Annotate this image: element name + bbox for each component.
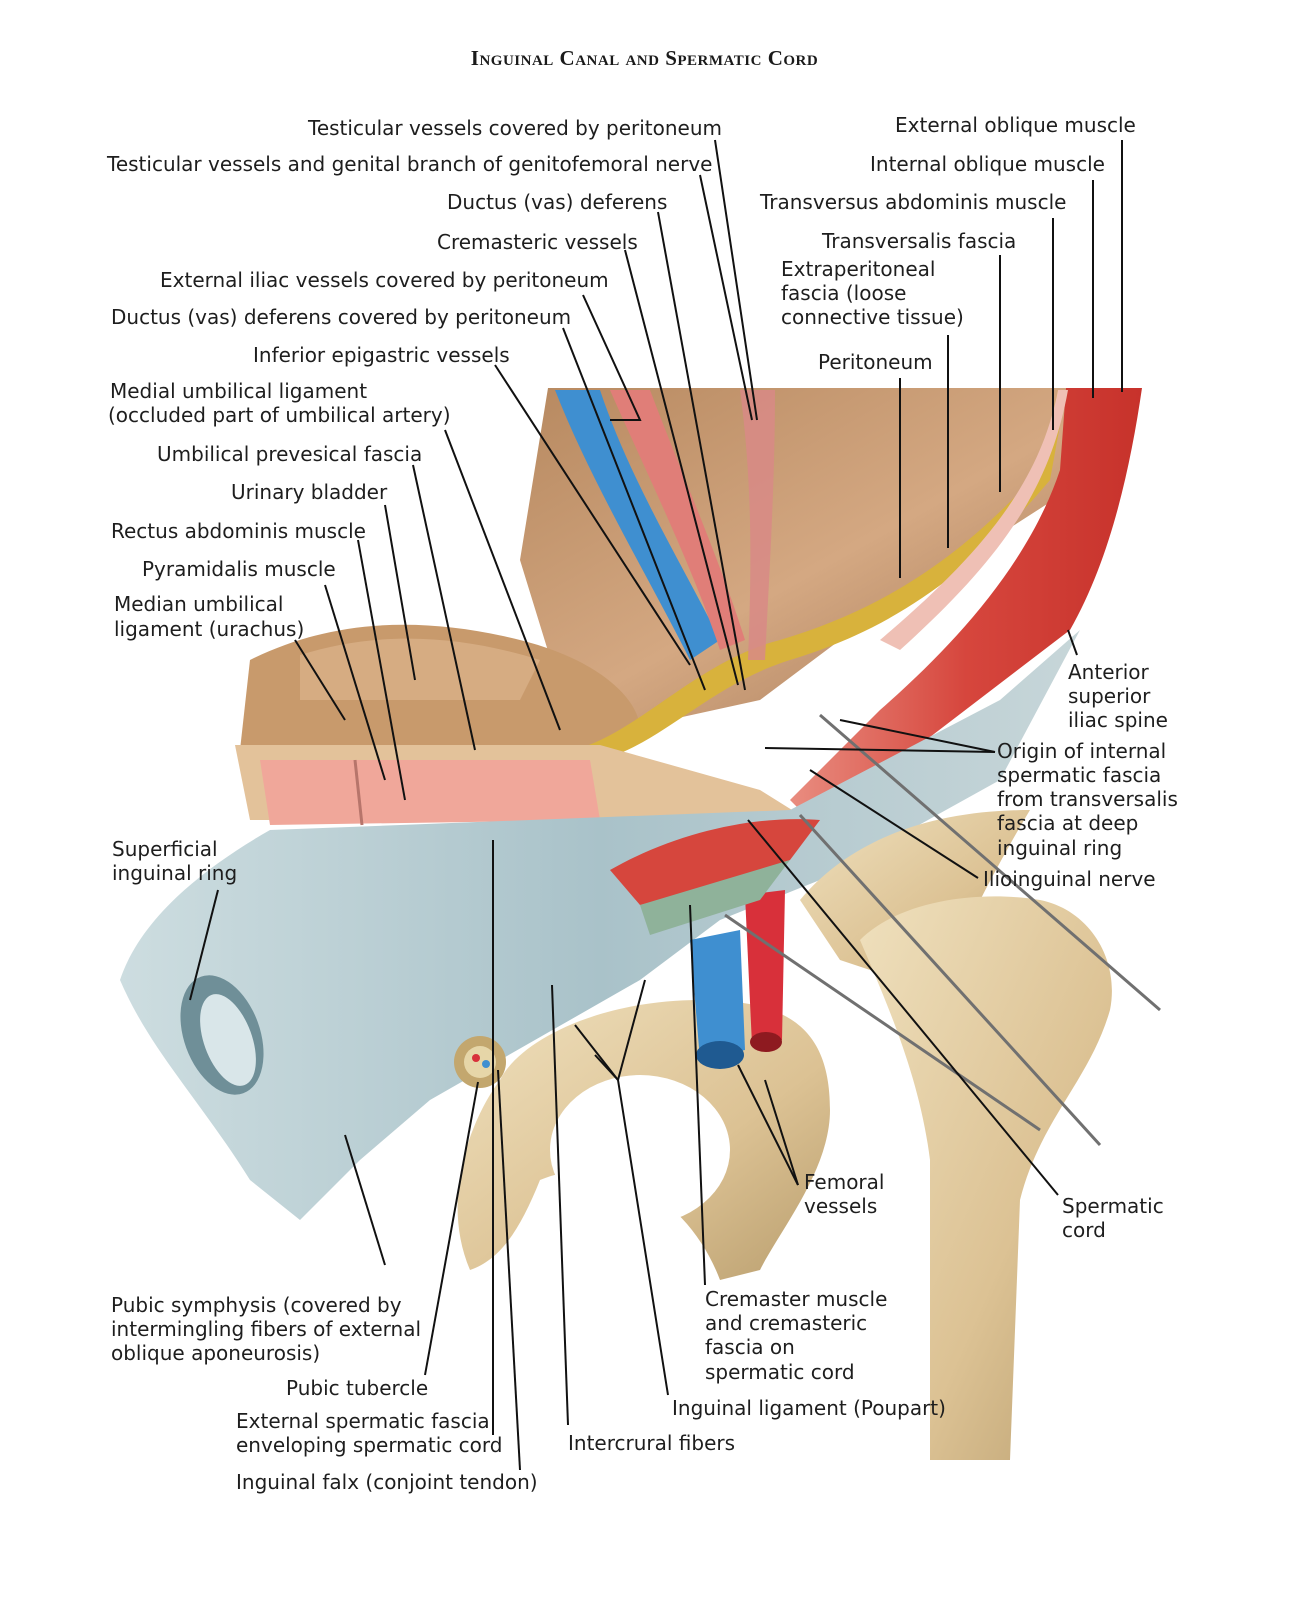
label-internal-oblique: Internal oblique muscle: [870, 152, 1105, 176]
femoral-artery: [745, 890, 785, 1045]
label-cremasteric-vessels: Cremasteric vessels: [437, 230, 638, 254]
label-external-oblique: External oblique muscle: [895, 113, 1136, 137]
obturator-foramen: [550, 1075, 730, 1225]
label-external-spermatic-1: External spermatic fascia: [236, 1409, 490, 1433]
label-origin-2: spermatic fascia: [997, 763, 1161, 787]
bladder-highlight: [300, 638, 540, 700]
label-spermatic-cord-2: cord: [1062, 1218, 1106, 1242]
label-transversalis-fascia: Transversalis fascia: [821, 229, 1016, 253]
label-medial-umbilical-1: Medial umbilical ligament: [110, 379, 367, 403]
label-median-umbilical-1: Median umbilical: [114, 592, 283, 616]
label-superficial-ring-2: inguinal ring: [112, 861, 237, 885]
femur: [860, 896, 1112, 1460]
leader-lines: [189, 139, 1123, 1471]
page-title: Inguinal Canal and Spermatic Cord: [470, 46, 819, 70]
label-asis-1: Anterior: [1068, 660, 1150, 684]
label-extraperitoneal-3: connective tissue): [781, 305, 964, 329]
label-origin-5: inguinal ring: [997, 836, 1122, 860]
label-ductus-deferens-peritoneum: Ductus (vas) deferens covered by periton…: [111, 305, 571, 329]
labels: Testicular vessels covered by peritoneum…: [106, 113, 1178, 1494]
label-testicular-vessels-genital: Testicular vessels and genital branch of…: [106, 152, 712, 176]
rectus-abdominis-muscle: [260, 760, 600, 825]
label-peritoneum: Peritoneum: [818, 350, 933, 374]
label-femoral-1: Femoral: [804, 1170, 884, 1194]
label-umbilical-prevesical: Umbilical prevesical fascia: [157, 442, 422, 466]
label-origin-4: fascia at deep: [997, 811, 1138, 835]
label-origin-1: Origin of internal: [997, 739, 1166, 763]
label-ilioinguinal: Ilioinguinal nerve: [983, 867, 1156, 891]
label-extraperitoneal-1: Extraperitoneal: [781, 257, 935, 281]
femoral-vein: [690, 930, 745, 1060]
label-intercrural: Intercrural fibers: [568, 1431, 735, 1455]
ilium: [800, 810, 1030, 980]
label-external-spermatic-2: enveloping spermatic cord: [236, 1433, 502, 1457]
label-asis-2: superior: [1068, 684, 1151, 708]
external-oblique-aponeurosis: [120, 630, 1080, 1220]
cremaster-muscle: [610, 819, 820, 905]
label-cremaster-3: fascia on: [705, 1335, 795, 1359]
label-inguinal-ligament: Inguinal ligament (Poupart): [672, 1396, 946, 1420]
label-superficial-ring-1: Superficial: [112, 837, 218, 861]
label-median-umbilical-2: ligament (urachus): [114, 617, 304, 641]
retractor-hook-3: [724, 913, 1041, 1132]
label-asis-3: iliac spine: [1068, 708, 1168, 732]
label-cremaster-1: Cremaster muscle: [705, 1287, 887, 1311]
label-ductus-deferens: Ductus (vas) deferens: [447, 190, 667, 214]
label-external-iliac-vessels: External iliac vessels covered by perito…: [160, 268, 609, 292]
label-extraperitoneal-2: fascia (loose: [781, 281, 906, 305]
retractor-hook-2: [798, 813, 1102, 1147]
label-spermatic-cord-1: Spermatic: [1062, 1194, 1164, 1218]
label-origin-3: from transversalis: [997, 787, 1178, 811]
label-pubic-symphysis-3: oblique aponeurosis): [111, 1341, 320, 1365]
label-urinary-bladder: Urinary bladder: [231, 480, 388, 504]
label-testicular-vessels-peritoneum: Testicular vessels covered by peritoneum: [307, 116, 722, 140]
transversalis-fascia-band: [880, 390, 1068, 650]
external-iliac-vein: [555, 390, 720, 660]
label-cremaster-4: spermatic cord: [705, 1360, 855, 1384]
label-pubic-symphysis-1: Pubic symphysis (covered by: [111, 1293, 402, 1317]
spermatic-cord-inguinal: [640, 860, 790, 935]
label-inferior-epigastric: Inferior epigastric vessels: [253, 343, 510, 367]
linea-alba: [353, 759, 364, 826]
label-pubic-symphysis-2: intermingling fibers of external: [111, 1317, 421, 1341]
label-pyramidalis: Pyramidalis muscle: [142, 557, 336, 581]
abdominal-wall-muscles: [790, 388, 1142, 830]
label-medial-umbilical-2: (occluded part of umbilical artery): [108, 403, 451, 427]
label-cremaster-2: and cremasteric: [705, 1311, 867, 1335]
label-inguinal-falx: Inguinal falx (conjoint tendon): [236, 1470, 538, 1494]
retractor-hook-1: [819, 713, 1161, 1012]
testicular-vessels: [740, 390, 775, 660]
label-transversus: Transversus abdominis muscle: [759, 190, 1066, 214]
label-femoral-2: vessels: [804, 1194, 877, 1218]
label-rectus-abdominis: Rectus abdominis muscle: [111, 519, 366, 543]
label-pubic-tubercle: Pubic tubercle: [286, 1376, 428, 1400]
